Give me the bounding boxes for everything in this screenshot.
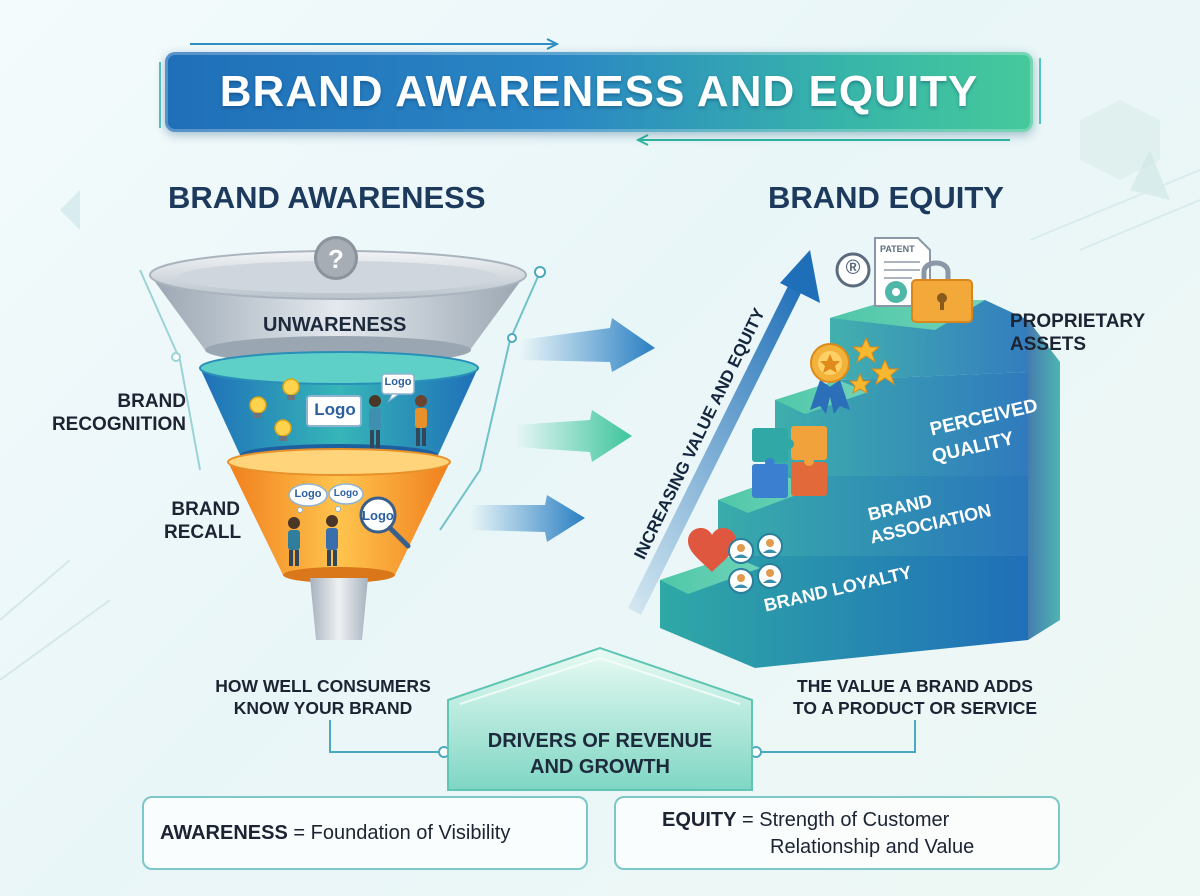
svg-text:?: ? — [328, 244, 344, 274]
recognition-label-line2: RECOGNITION — [51, 414, 186, 435]
star-icons — [848, 336, 900, 395]
equity-step-loyalty — [660, 556, 1028, 668]
bg-hexagon-shape — [1080, 100, 1160, 180]
lightbulb-icon — [249, 378, 300, 441]
bg-lines-right — [1029, 169, 1200, 251]
recognition-label-line1: BRAND — [117, 391, 186, 412]
drivers-label-line1: DRIVERS OF REVENUE — [487, 730, 713, 752]
people-figures — [369, 395, 427, 448]
equity-description-line2: TO A PRODUCT OR SERVICE — [792, 698, 1038, 718]
awareness-heading: BRAND AWARENESS — [168, 180, 486, 215]
awareness-key: AWARENESS — [160, 822, 288, 844]
bg-triangle-left-shape — [60, 190, 80, 230]
logo-card-text: Logo — [314, 400, 356, 419]
question-mark-icon: ? — [314, 236, 358, 280]
flow-arrow-middle — [515, 410, 632, 462]
equity-value-line1: Strength of Customer — [759, 809, 950, 831]
equity-definition-box: EQUITY = Strength of Customer Relationsh… — [614, 796, 1060, 870]
flow-arrow-bottom — [470, 495, 585, 542]
registered-trademark-icon — [835, 252, 871, 288]
connector-left — [329, 720, 440, 753]
equity-value-line2: Relationship and Value — [770, 836, 975, 858]
page-title: BRAND AWARENESS AND EQUITY — [219, 67, 979, 116]
thought-bubble-text-1: Logo — [294, 488, 322, 500]
awareness-description-line1: HOW WELL CONSUMERS — [215, 676, 431, 696]
proprietary-label-line2: ASSETS — [1010, 334, 1087, 355]
magnifying-glass-icon — [359, 496, 411, 549]
bg-lines — [0, 559, 111, 681]
recall-label-line1: BRAND — [171, 499, 240, 520]
gear-icon — [885, 281, 907, 303]
title-banner: BRAND AWARENESS AND EQUITY — [165, 52, 1033, 132]
patent-text: PATENT — [880, 244, 915, 254]
equity-description-line1: THE VALUE A BRAND ADDS — [797, 676, 1033, 696]
customer-avatar-icons — [728, 533, 783, 594]
funnel-bracket-right — [439, 271, 541, 531]
funnel-unawareness-label: UNWARENESS — [263, 314, 407, 336]
heart-icon — [688, 528, 736, 572]
increasing-value-arrow — [628, 250, 820, 615]
award-medal-icon — [810, 343, 850, 414]
awareness-equals: = — [287, 822, 311, 844]
drivers-label-line2: AND GROWTH — [530, 756, 670, 778]
awareness-value: Foundation of Visibility — [310, 822, 511, 844]
equity-key: EQUITY — [662, 809, 737, 831]
equity-heading: BRAND EQUITY — [768, 180, 1004, 215]
awareness-definition-box: AWARENESS = Foundation of Visibility — [142, 796, 588, 870]
proprietary-label-line1: PROPRIETARY — [1010, 311, 1146, 332]
puzzle-icon — [752, 426, 827, 498]
magnifier-logo-text: Logo — [362, 508, 394, 523]
awareness-description-line2: KNOW YOUR BRAND — [233, 698, 413, 718]
recall-label-line2: RECALL — [164, 522, 242, 543]
equity-equals: = — [736, 809, 760, 831]
logo-card — [306, 395, 362, 427]
logo-bubble-text: Logo — [384, 376, 412, 388]
drivers-house-shape — [447, 646, 753, 791]
funnel-spout — [310, 578, 368, 640]
equity-definition-text-line1: EQUITY = Strength of Customer — [662, 807, 949, 833]
padlock-icon — [911, 260, 973, 323]
trademark-symbol: ® — [845, 257, 861, 279]
logo-speech-bubble — [381, 373, 415, 403]
awareness-definition-text: AWARENESS = Foundation of Visibility — [160, 820, 510, 846]
staircase-side-face — [1028, 320, 1060, 640]
people-figures-recall — [288, 515, 338, 566]
thought-bubbles — [288, 483, 364, 513]
connector-right — [760, 720, 916, 753]
thought-bubble-text-2: Logo — [333, 488, 359, 499]
funnel-recall-stage — [227, 448, 451, 583]
flow-arrow-top — [520, 318, 655, 372]
